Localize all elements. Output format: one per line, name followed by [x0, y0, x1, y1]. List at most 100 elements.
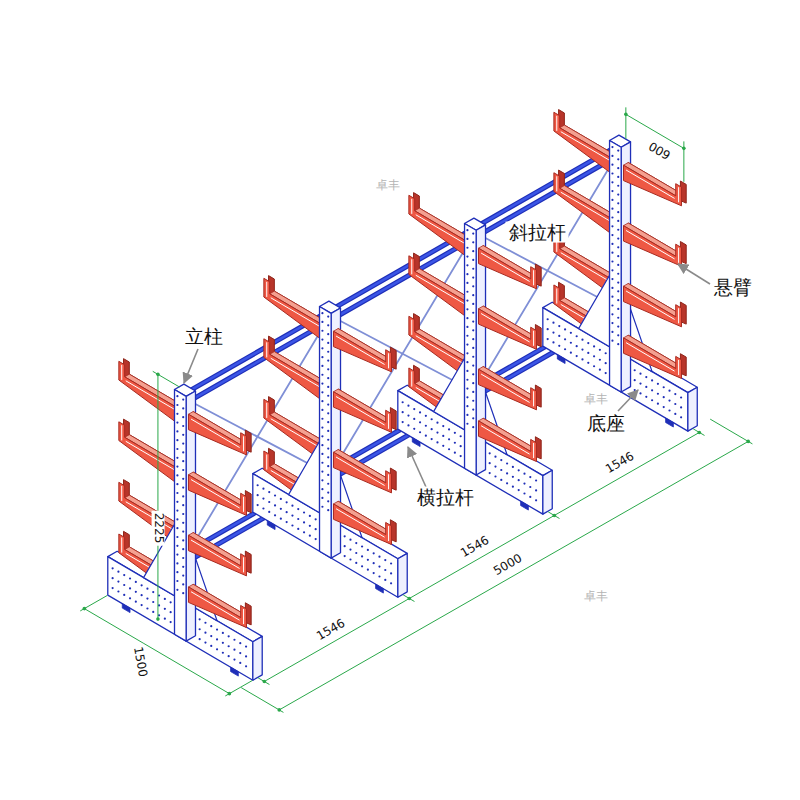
upright-column — [465, 223, 477, 475]
column-hole — [611, 269, 613, 271]
column-hole — [176, 465, 178, 467]
base-hole — [529, 486, 531, 488]
base-hole — [425, 425, 427, 427]
base-hole — [639, 382, 641, 384]
base-hole — [239, 642, 241, 644]
column-hole — [472, 276, 474, 278]
base-hole — [419, 411, 421, 413]
column-hole — [611, 155, 613, 157]
base-hole — [657, 403, 659, 405]
base-hole — [129, 587, 131, 589]
cantilever-arm — [188, 587, 246, 628]
base-hole — [576, 355, 578, 357]
column-hole — [327, 447, 329, 449]
base-hole — [436, 441, 438, 443]
arm-highlight — [561, 132, 609, 160]
base-hole — [355, 542, 357, 544]
base-hole — [286, 501, 288, 503]
column-hole — [321, 400, 323, 402]
base-hole — [274, 504, 276, 506]
dimension-label: 1546 — [457, 533, 494, 562]
base-hole — [663, 386, 665, 388]
arm-highlight — [191, 540, 239, 568]
arm-highlight — [416, 336, 464, 364]
base-hole — [570, 352, 572, 354]
gusset — [289, 441, 320, 513]
arm-highlight — [266, 343, 267, 357]
column-hole — [611, 225, 613, 227]
column-hole — [176, 483, 178, 485]
base-hole — [680, 396, 682, 398]
base-hole — [146, 588, 148, 590]
dimension-tick — [682, 147, 686, 151]
base-hole — [657, 383, 659, 385]
base-end — [253, 636, 262, 680]
base-hole — [245, 645, 247, 647]
column-hole — [176, 501, 178, 503]
base-hole — [500, 479, 502, 481]
column-hole — [617, 211, 619, 213]
column-hole — [176, 492, 178, 494]
column-hole — [617, 290, 619, 292]
column-hole — [472, 391, 474, 393]
base-foot — [122, 604, 130, 613]
base-hole — [344, 535, 346, 537]
dimension-tick — [746, 440, 750, 444]
arm-highlight — [336, 509, 384, 537]
column-hole — [617, 237, 619, 239]
base-hole — [564, 348, 566, 350]
base-hole — [593, 355, 595, 357]
base-hole — [402, 401, 404, 403]
base-hole — [651, 399, 653, 401]
column-hole — [321, 435, 323, 437]
base-hole — [274, 514, 276, 516]
base-hole — [674, 413, 676, 415]
base-hole — [587, 342, 589, 344]
base-hole — [384, 569, 386, 571]
leader-arrow — [408, 447, 426, 487]
base-hole — [280, 498, 282, 500]
base-hole — [146, 607, 148, 609]
column-hole — [617, 255, 619, 257]
column-hole — [182, 583, 184, 585]
base-hole — [529, 496, 531, 498]
dimension-line — [264, 432, 699, 681]
base-hole — [634, 369, 636, 371]
base-hole — [599, 349, 601, 351]
column-hole — [472, 426, 474, 428]
column-hole — [466, 335, 468, 337]
base-hole — [413, 408, 415, 410]
base-hole — [587, 362, 589, 364]
column-hole — [617, 202, 619, 204]
column-hole — [182, 460, 184, 462]
column-hole — [182, 530, 184, 532]
base-hole — [552, 341, 554, 343]
column-hole — [176, 518, 178, 520]
column-hole — [617, 343, 619, 345]
dimension-tick — [83, 607, 87, 611]
base-hole — [297, 518, 299, 520]
dimension-tick — [553, 514, 557, 518]
extension-line — [226, 681, 252, 696]
column-hole — [182, 434, 184, 436]
column-hole — [182, 451, 184, 453]
arm-highlight — [243, 437, 244, 451]
column-hole — [611, 216, 613, 218]
column-hole — [321, 506, 323, 508]
column-hole — [472, 241, 474, 243]
base-hole — [303, 521, 305, 523]
column-hole — [321, 409, 323, 411]
column-hole — [472, 232, 474, 234]
base-hole — [378, 575, 380, 577]
base-hole — [419, 431, 421, 433]
cantilever-arm — [119, 422, 177, 484]
base-hole — [315, 518, 317, 520]
base-hole — [645, 396, 647, 398]
tie-rod-outline — [181, 147, 616, 396]
arm-highlight — [556, 289, 557, 303]
base-hole — [523, 473, 525, 475]
base-foot — [557, 355, 565, 364]
base-hole — [558, 325, 560, 327]
base-hole — [512, 466, 514, 468]
base-hole — [442, 435, 444, 437]
